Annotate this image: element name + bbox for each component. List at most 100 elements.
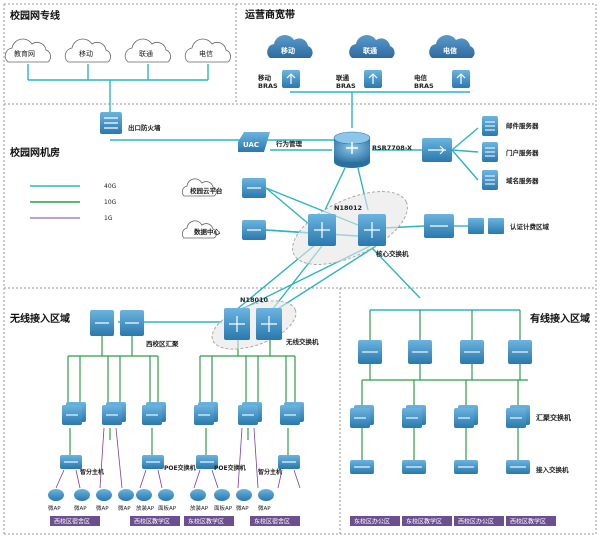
ap-label: 面板AP	[214, 504, 233, 512]
ap-label: 面板AP	[158, 504, 177, 512]
wired-access-switches	[350, 460, 530, 474]
wired-agg-switch	[508, 340, 532, 364]
zone-title-wireless-access: 无线接入区域	[9, 312, 70, 325]
area-caption-label: 东校区教学区	[188, 518, 224, 526]
portal-server-label: 门户服务器	[506, 148, 539, 157]
agg-switch-label: 汇聚交换机	[536, 413, 571, 422]
bras-telecom: 电信 BRAS	[414, 70, 470, 90]
area-caption-label: 东校区办公区	[354, 518, 390, 526]
bras-label-unicom-2: BRAS	[336, 82, 356, 90]
ap-label: 微AP	[74, 504, 87, 512]
access-point: 放装AP	[190, 489, 209, 512]
data-center: 数据中心	[181, 220, 266, 240]
area-caption-label: 西校区办公区	[458, 518, 494, 526]
area-caption-label: 东校区宿舍区	[254, 518, 290, 526]
wired-access-switch	[350, 460, 374, 474]
ap-label: 微AP	[118, 504, 131, 512]
wireless-edge-devices	[60, 455, 300, 469]
ap-label: 微AP	[258, 504, 271, 512]
wired-agg-switch	[358, 340, 382, 364]
mail-server-label: 邮件服务器	[506, 121, 539, 130]
wired-access-switch	[454, 460, 478, 474]
zone-title-campus-room: 校园网机房	[10, 146, 60, 159]
cloud-platform-label: 校园云平台	[190, 186, 223, 195]
wired-agg-switch	[408, 340, 432, 364]
access-point: 放装AP	[136, 489, 155, 512]
uac-device: UAC 行为管理	[238, 132, 303, 152]
area-caption: 东校区宿舍区	[250, 516, 300, 526]
legend-label-40g: 40G	[104, 183, 117, 190]
cloud-platform: 校园云平台	[181, 178, 266, 198]
cloud-education-network: 教育网	[4, 38, 51, 63]
links-10g	[67, 310, 528, 460]
cloud-label: 移动	[281, 46, 295, 55]
wired-dist-switches	[350, 405, 530, 428]
core-router: RSR7708-X	[333, 131, 412, 168]
bras-unicom: 联通 BRAS	[336, 70, 382, 90]
smart-controller-label-2: 智分主机	[258, 468, 282, 476]
area-caption-label: 西校区宿舍区	[54, 518, 90, 526]
wired-dist-switch	[454, 408, 474, 428]
west-agg-label: 西校区汇聚	[146, 339, 179, 348]
wired-dist-switch	[506, 408, 526, 428]
router-model-label: RSR7708-X	[372, 144, 412, 152]
links-40g	[27, 64, 520, 323]
zone-title-wired-access: 有线接入区域	[530, 312, 590, 325]
links-1g	[55, 427, 301, 489]
legend: 40G 10G 1G	[30, 183, 117, 222]
wired-access-switch	[402, 460, 426, 474]
cloud-label: 电信	[199, 49, 213, 58]
ap-label: 微AP	[96, 504, 109, 512]
firewall-label: 出口防火墙	[128, 123, 161, 132]
dns-server: 域名服务器	[482, 170, 539, 190]
cloud-label: 教育网	[14, 49, 35, 58]
cloud-label: 电信	[443, 46, 457, 55]
core-switch-pair: N18012 核心交换机	[308, 204, 409, 258]
firewall-device: 出口防火墙	[100, 112, 161, 134]
access-point: 面板AP	[214, 489, 233, 512]
area-caption-label: 西校区教学区	[134, 518, 170, 526]
cloud-telecom: 电信	[184, 38, 231, 63]
area-caption-label: 西校区教学区	[510, 518, 546, 526]
area-caption: 西校区教学区	[506, 516, 556, 526]
bras-label-telecom-1: 电信	[414, 73, 428, 82]
bras-mobile: 移动 BRAS	[258, 70, 300, 90]
mail-server: 邮件服务器	[482, 116, 539, 136]
access-point: 面板AP	[158, 489, 177, 512]
access-switch	[62, 405, 82, 425]
server-switch	[422, 138, 452, 162]
wired-dist-switch	[402, 408, 422, 428]
access-point: 微AP	[96, 489, 112, 512]
poe-switch-label-2: POE交换机	[214, 464, 246, 472]
zone-borders	[3, 3, 597, 535]
legend-label-10g: 10G	[104, 199, 117, 206]
audit-area-label: 认证计费区域	[510, 222, 550, 231]
wireless-access-switches	[62, 402, 304, 425]
access-switch	[194, 405, 214, 425]
area-caption-label: 东校区教学区	[406, 518, 442, 526]
ap-label: 微AP	[48, 504, 61, 512]
data-center-label: 数据中心	[194, 227, 221, 236]
area-caption: 东校区教学区	[184, 516, 234, 526]
wired-agg-switch	[460, 340, 484, 364]
bras-label-mobile-2: BRAS	[258, 82, 278, 90]
behavior-management-label: 行为管理	[275, 139, 303, 148]
access-point: 微AP	[74, 489, 90, 512]
area-caption: 东校区办公区	[350, 516, 400, 526]
area-caption: 西校区宿舍区	[50, 516, 100, 526]
ap-label: 微AP	[236, 504, 249, 512]
legend-label-1g: 1G	[104, 215, 113, 222]
wireless-core-label: 无线交换机	[285, 337, 319, 346]
bras-label-telecom-2: BRAS	[414, 82, 434, 90]
portal-server: 门户服务器	[482, 142, 539, 162]
uac-label: UAC	[243, 141, 259, 149]
zone-title-isp-bandwidth: 运营商宽带	[245, 8, 295, 21]
area-caption: 东校区教学区	[402, 516, 452, 526]
wired-access-switch	[506, 460, 530, 474]
bras-label-unicom-1: 联通	[336, 73, 350, 82]
cloud-mobile: 移动	[64, 38, 111, 63]
access-switch-label: 接入交换机	[536, 465, 569, 474]
zone-title-campus-line: 校园网专线	[10, 9, 60, 22]
